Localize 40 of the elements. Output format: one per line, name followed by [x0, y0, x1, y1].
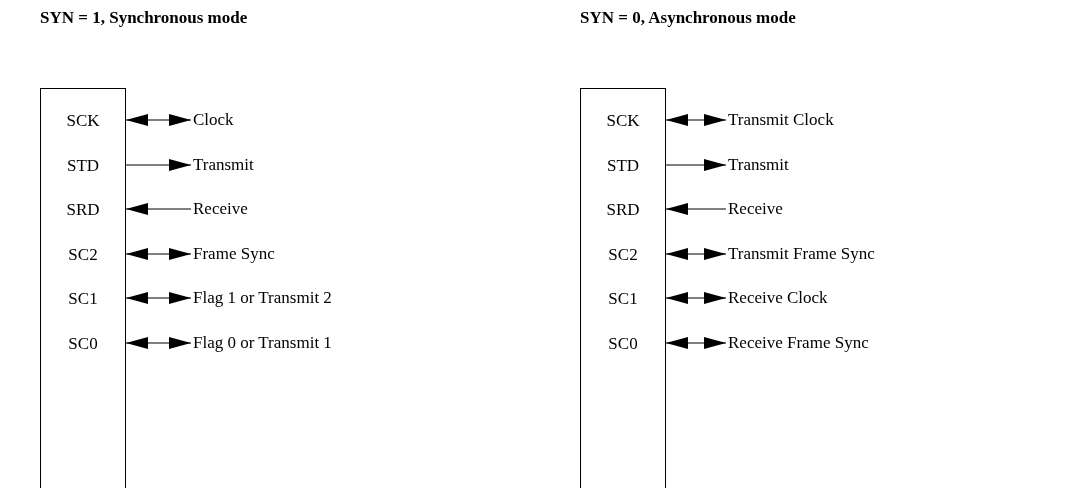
arrow [665, 159, 727, 171]
panel-heading: SYN = 0, Asynchronous mode [580, 8, 796, 28]
arrow [125, 248, 192, 260]
pin-name: SCK [605, 111, 641, 131]
arrow [665, 203, 727, 215]
arrow [125, 292, 192, 304]
signal-label: Frame Sync [193, 244, 275, 264]
pin-name: STD [605, 156, 641, 176]
signal-label: Transmit [728, 155, 789, 175]
pin-name: SC2 [67, 245, 99, 265]
signal-label: Flag 0 or Transmit 1 [193, 333, 332, 353]
chip-box [40, 88, 126, 488]
arrow [125, 159, 192, 171]
chip-box [580, 88, 666, 488]
arrow [665, 248, 727, 260]
panel-heading: SYN = 1, Synchronous mode [40, 8, 248, 28]
arrow [665, 292, 727, 304]
arrow [125, 337, 192, 349]
signal-label: Transmit [193, 155, 254, 175]
signal-label: Transmit Frame Sync [728, 244, 875, 264]
pin-name: SC0 [607, 334, 639, 354]
pin-name: SC1 [67, 289, 99, 309]
pin-name: SC0 [67, 334, 99, 354]
arrow [665, 337, 727, 349]
pin-name: SRD [65, 200, 101, 220]
pin-name: SC2 [607, 245, 639, 265]
pin-name: SRD [605, 200, 641, 220]
signal-label: Receive [193, 199, 248, 219]
signal-label: Flag 1 or Transmit 2 [193, 288, 332, 308]
pin-name: SC1 [607, 289, 639, 309]
arrow [125, 203, 192, 215]
signal-label: Receive Frame Sync [728, 333, 869, 353]
arrow [665, 114, 727, 126]
pin-name: STD [65, 156, 101, 176]
signal-label: Clock [193, 110, 234, 130]
signal-label: Receive Clock [728, 288, 828, 308]
pin-name: SCK [65, 111, 101, 131]
arrow [125, 114, 192, 126]
signal-label: Transmit Clock [728, 110, 834, 130]
signal-label: Receive [728, 199, 783, 219]
